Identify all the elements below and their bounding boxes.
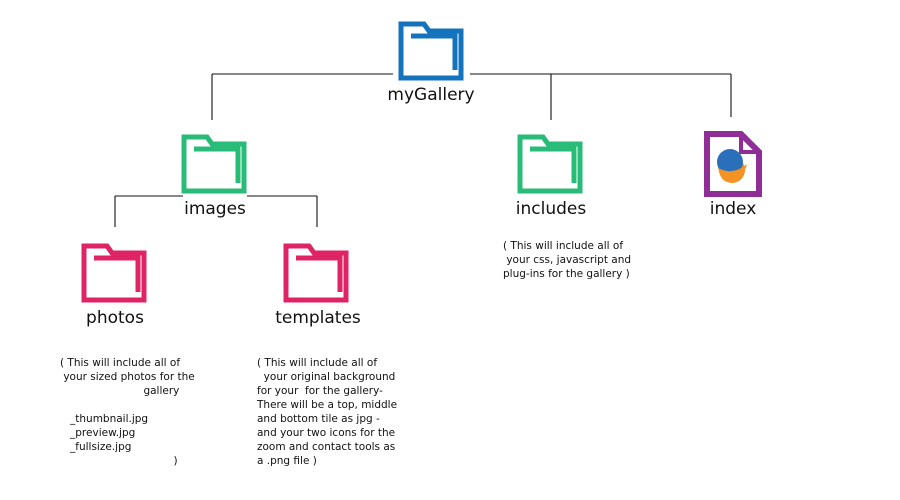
node-label-photos: photos xyxy=(86,308,144,328)
note-photos: ( This will include all of your sized ph… xyxy=(60,357,195,467)
folder-icon[interactable] xyxy=(283,242,351,304)
note-includes: ( This will include all of your css, jav… xyxy=(503,240,632,280)
note-templates: ( This will include all of your original… xyxy=(257,357,398,467)
node-label-templates: templates xyxy=(275,308,361,328)
folder-icon[interactable] xyxy=(398,20,466,82)
node-label-includes: includes xyxy=(515,199,587,219)
node-label-mygallery: myGallery xyxy=(387,85,475,105)
node-label-images: images xyxy=(184,199,246,219)
node-label-index: index xyxy=(709,199,757,219)
folder-icon[interactable] xyxy=(181,133,249,195)
folder-outline xyxy=(398,21,464,81)
html-file-icon[interactable] xyxy=(703,130,763,198)
folder-icon[interactable] xyxy=(517,133,585,195)
folder-icon[interactable] xyxy=(81,242,149,304)
